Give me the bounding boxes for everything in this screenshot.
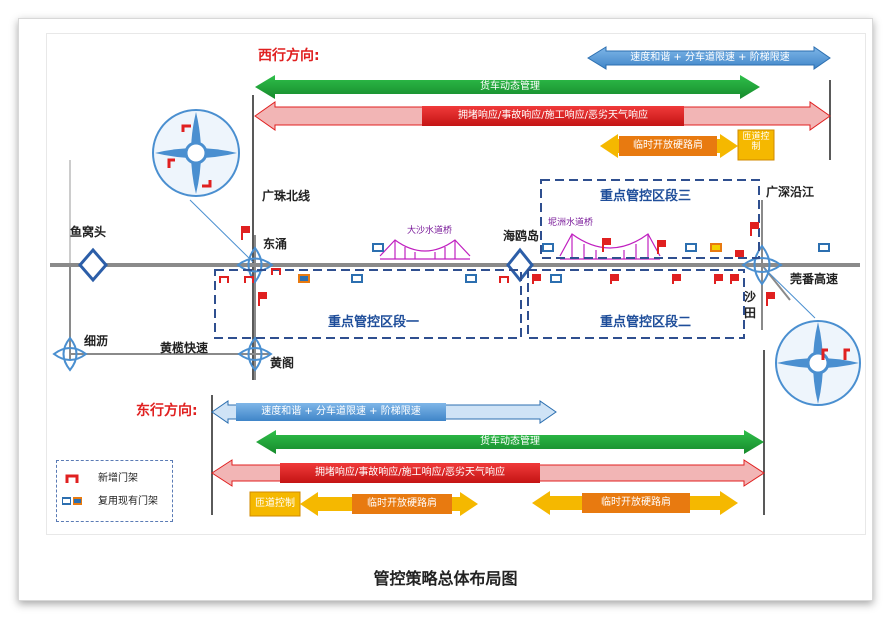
legend-new-gantry: 新增门架	[98, 473, 138, 484]
place-guangshen: 广深沿江	[766, 185, 815, 199]
segment-two-label: 重点管控区段二	[600, 315, 692, 330]
place-xili: 细沥	[84, 334, 109, 348]
east-incident-bar	[211, 459, 765, 487]
segment-three-label: 重点管控区段三	[600, 189, 692, 204]
segment-two-box	[527, 269, 745, 339]
west-lane-control-label: 匝道控制	[742, 132, 770, 152]
figure-caption: 管控策略总体布局图	[373, 569, 518, 588]
west-lane-control-box	[737, 129, 775, 161]
bridge-nizhou-label: 坭洲水道桥	[548, 218, 594, 228]
place-guanfan: 莞番高速	[790, 272, 839, 286]
segment-one-label: 重点管控区段一	[328, 315, 420, 330]
east-shoulder-bars	[249, 491, 738, 517]
bridge-dasha	[379, 239, 471, 260]
east-speed-bar	[211, 400, 557, 424]
new-gantry-frames	[219, 268, 509, 283]
segment-one-box	[214, 269, 522, 339]
new-gantry-markers	[241, 222, 775, 306]
west-shoulder-label: 临时开放硬路肩	[633, 140, 703, 151]
diagram-area	[46, 33, 866, 535]
east-shoulder-label-2: 临时开放硬路肩	[601, 497, 671, 508]
place-yuwotou: 鱼窝头	[70, 225, 107, 239]
interchange-xili	[52, 336, 88, 372]
west-speed-label: 速度和谐 + 分车道限速 + 阶梯限速	[630, 52, 790, 63]
reused-gantry-markers	[298, 243, 830, 283]
zoom-circle-right	[763, 267, 861, 406]
east-speed-label: 速度和谐 + 分车道限速 + 阶梯限速	[261, 406, 421, 417]
legend-icons	[62, 474, 82, 505]
place-huangge: 黄阁	[270, 356, 295, 370]
place-dongyong: 东涌	[263, 237, 288, 251]
west-incident-label: 拥堵响应/事故响应/施工响应/恶劣天气响应	[457, 110, 649, 121]
legend-reuse-gantry: 复用现有门架	[98, 496, 158, 507]
east-incident-label: 拥堵响应/事故响应/施工响应/恶劣天气响应	[314, 467, 506, 478]
west-direction-title: 西行方向:	[258, 48, 320, 64]
east-shoulder-label-1: 临时开放硬路肩	[367, 498, 437, 509]
interchange-yuwotou	[78, 247, 108, 283]
west-freight-bar	[255, 75, 760, 99]
segment-three-box	[540, 179, 760, 259]
interchange-huangge	[237, 336, 273, 372]
legend-box	[56, 460, 173, 522]
east-direction-title: 东行方向:	[136, 403, 198, 419]
west-speed-bar	[587, 46, 831, 70]
place-guangzhu: 广珠北线	[262, 189, 311, 203]
east-freight-label: 货车动态管理	[480, 436, 540, 447]
place-shatian: 沙 田	[744, 290, 757, 320]
west-shoulder-bar	[600, 134, 738, 158]
place-huangguan: 黄榄快速	[160, 341, 209, 355]
bridge-dasha-label: 大沙水道桥	[407, 226, 453, 236]
west-freight-label: 货车动态管理	[480, 81, 540, 92]
zoom-circle-left	[152, 109, 254, 263]
west-incident-bar	[254, 101, 831, 131]
east-lane-control-label: 匝道控制	[255, 498, 295, 509]
place-haiou: 海鸥岛	[503, 229, 540, 243]
east-freight-bar	[256, 430, 764, 454]
bridge-nizhou	[559, 233, 661, 260]
